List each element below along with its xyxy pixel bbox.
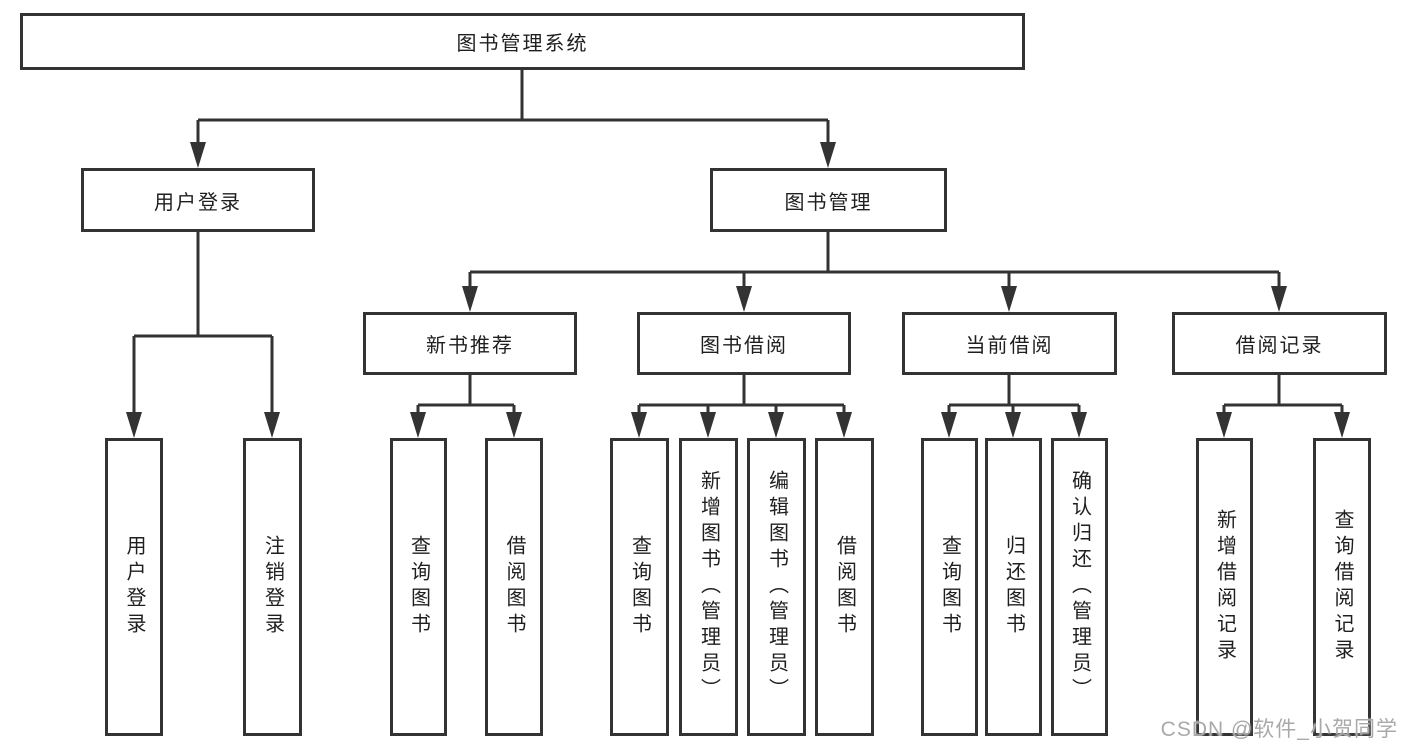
leaf-borrow-edit-books-admin-label: 编辑图书（管理员）: [765, 470, 788, 704]
leaf-borrow-add-books-admin-label: 新增图书（管理员）: [697, 470, 720, 704]
leaf-current-confirm-return-admin: 确认归还（管理员）: [1051, 438, 1108, 736]
edge-borrow-records-to-leaves: [1216, 375, 1350, 438]
leaf-current-confirm-return-admin-label: 确认归还（管理员）: [1068, 470, 1091, 704]
leaf-borrow-borrow-books-label: 借阅图书: [833, 535, 856, 639]
leaf-current-query-books-label: 查询图书: [938, 535, 961, 639]
leaf-records-query-record-label: 查询借阅记录: [1331, 509, 1353, 665]
leaf-borrow-borrow-books: 借阅图书: [815, 438, 874, 736]
leaf-newbook-query-books: 查询图书: [390, 438, 447, 736]
leaf-records-add-record: 新增借阅记录: [1196, 438, 1253, 736]
leaf-logout: 注销登录: [243, 438, 302, 736]
leaf-current-return-books-label: 归还图书: [1002, 535, 1025, 639]
csdn-watermark: CSDN @软件_小贺同学: [1160, 718, 1398, 741]
node-root: 图书管理系统: [20, 13, 1025, 70]
node-book-borrow: 图书借阅: [637, 312, 851, 375]
leaf-user-login: 用户登录: [105, 438, 163, 736]
leaf-records-add-record-label: 新增借阅记录: [1213, 509, 1236, 665]
edge-book-borrow-to-leaves: [631, 375, 852, 438]
node-book-management: 图书管理: [710, 168, 947, 232]
edge-new-book-recommend-to-leaves: [410, 375, 522, 438]
leaf-current-query-books: 查询图书: [921, 438, 978, 736]
leaf-user-login-label: 用户登录: [123, 535, 145, 639]
leaf-borrow-edit-books-admin: 编辑图书（管理员）: [747, 438, 806, 736]
leaf-borrow-query-books-label: 查询图书: [628, 535, 651, 639]
leaf-newbook-borrow-books-label: 借阅图书: [503, 535, 525, 639]
leaf-records-query-record: 查询借阅记录: [1313, 438, 1371, 736]
leaf-newbook-borrow-books: 借阅图书: [485, 438, 543, 736]
leaf-borrow-add-books-admin: 新增图书（管理员）: [679, 438, 738, 736]
edge-root-to-level2: [190, 70, 836, 168]
leaf-current-return-books: 归还图书: [985, 438, 1042, 736]
edge-user-login-to-leaves: [126, 232, 280, 438]
leaf-newbook-query-books-label: 查询图书: [407, 535, 430, 639]
leaf-logout-label: 注销登录: [261, 535, 284, 639]
edge-book-management-to-level3: [462, 232, 1287, 312]
node-new-book-recommend: 新书推荐: [363, 312, 577, 375]
edge-current-borrow-to-leaves: [941, 375, 1087, 438]
node-borrow-records: 借阅记录: [1172, 312, 1387, 375]
leaf-borrow-query-books: 查询图书: [610, 438, 669, 736]
node-current-borrow: 当前借阅: [902, 312, 1117, 375]
node-user-login: 用户登录: [81, 168, 315, 232]
